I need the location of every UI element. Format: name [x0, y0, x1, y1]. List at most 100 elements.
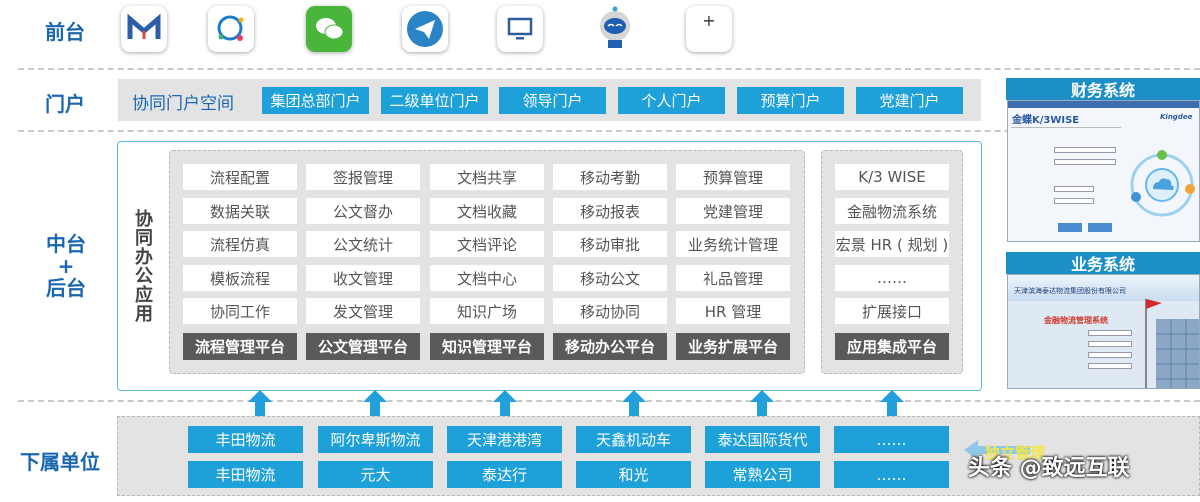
subsidiary-button[interactable]: …… [834, 461, 949, 488]
finance-header-line [1011, 127, 1121, 128]
separator-1 [18, 68, 1200, 70]
subsidiary-button[interactable]: 元大 [318, 461, 433, 488]
plus-app-icon[interactable]: + [686, 6, 732, 52]
business-field-4[interactable] [1088, 363, 1132, 369]
separator-2 [18, 130, 1200, 132]
portal-button-personal[interactable]: 个人门户 [618, 87, 725, 114]
function-item[interactable]: 收文管理 [306, 265, 420, 291]
business-field-2[interactable] [1088, 341, 1132, 347]
business-field-1[interactable] [1088, 330, 1132, 336]
row-label-backend: 后台 [46, 276, 86, 300]
chat-bubble-app-icon[interactable] [208, 6, 254, 52]
function-item[interactable]: 协同工作 [183, 298, 297, 324]
finance-cancel-button[interactable] [1088, 223, 1112, 232]
robot-icon [600, 6, 630, 48]
finance-field-2[interactable] [1054, 159, 1116, 165]
subsidiary-button[interactable]: 常熟公司 [705, 461, 820, 488]
subsidiary-button[interactable]: 天津港港湾 [447, 426, 562, 453]
portal-button-budget[interactable]: 预算门户 [737, 87, 844, 114]
up-arrow-icon [363, 390, 387, 416]
function-item[interactable]: 发文管理 [306, 298, 420, 324]
portal-button-party[interactable]: 党建门户 [856, 87, 963, 114]
subsidiary-button[interactable]: 泰达国际货代 [705, 426, 820, 453]
row-label-portal: 门户 [45, 92, 85, 116]
function-item[interactable]: 业务统计管理 [676, 231, 790, 257]
kingdee-brand: Kingdee [1160, 113, 1193, 121]
function-item[interactable]: 党建管理 [676, 198, 790, 224]
finance-login-button[interactable] [1058, 223, 1082, 232]
watermark-text: 头条 @致远互联 [968, 456, 1130, 481]
function-item[interactable]: 公文督办 [306, 198, 420, 224]
wechat-icon [316, 18, 344, 40]
paper-plane-app-icon[interactable] [402, 6, 448, 52]
platform-label[interactable]: 移动办公平台 [553, 333, 667, 360]
integration-item[interactable]: K/3 WISE [835, 164, 949, 190]
function-item[interactable]: 移动公文 [553, 265, 667, 291]
function-item[interactable]: 礼品管理 [676, 265, 790, 291]
business-banner: 天津滨海泰达物流集团股份有限公司 [1014, 287, 1126, 295]
row-label-plus: + [57, 254, 75, 278]
function-item[interactable]: 文档评论 [430, 231, 544, 257]
function-item[interactable]: 移动协同 [553, 298, 667, 324]
platform-label[interactable]: 流程管理平台 [183, 333, 297, 360]
subsidiary-button[interactable]: 丰田物流 [188, 461, 303, 488]
finance-field-4[interactable] [1054, 198, 1094, 204]
subsidiary-button[interactable]: 阿尔卑斯物流 [318, 426, 433, 453]
portal-button-leader[interactable]: 领导门户 [499, 87, 606, 114]
building-flag-image [1145, 299, 1199, 388]
subsidiary-button[interactable]: 泰达行 [447, 461, 562, 488]
finance-system-title: 财务系统 [1006, 78, 1200, 100]
function-item[interactable]: 模板流程 [183, 265, 297, 291]
up-arrow-icon [750, 390, 774, 416]
function-item[interactable]: 公文统计 [306, 231, 420, 257]
subsidiary-button[interactable]: …… [834, 426, 949, 453]
finance-system-screenshot: 金蝶K/3WISE Kingdee [1007, 100, 1200, 242]
integration-platform-label[interactable]: 应用集成平台 [835, 333, 949, 360]
subsidiary-button[interactable]: 丰田物流 [188, 426, 303, 453]
portal-button-group-hq[interactable]: 集团总部门户 [262, 87, 369, 114]
business-system-name: 金融物流管理系统 [1044, 316, 1108, 325]
function-item[interactable]: 移动审批 [553, 231, 667, 257]
finance-field-3[interactable] [1054, 186, 1094, 192]
function-item[interactable]: 移动报表 [553, 198, 667, 224]
integration-item[interactable]: 金融物流系统 [835, 198, 949, 224]
finance-topbar [1008, 101, 1199, 108]
cloud-ring-icon [1130, 150, 1195, 217]
platform-label[interactable]: 知识管理平台 [430, 333, 544, 360]
function-item[interactable]: 知识广场 [430, 298, 544, 324]
integration-item[interactable]: 扩展接口 [835, 298, 949, 324]
function-item[interactable]: 签报管理 [306, 164, 420, 190]
row-label-middle-backend: 中台 + 后台 [40, 233, 92, 299]
function-item[interactable]: HR 管理 [676, 298, 790, 324]
function-item[interactable]: 流程配置 [183, 164, 297, 190]
function-item[interactable]: 数据关联 [183, 198, 297, 224]
function-item[interactable]: 文档共享 [430, 164, 544, 190]
function-item[interactable]: 移动考勤 [553, 164, 667, 190]
function-item[interactable]: 流程仿真 [183, 231, 297, 257]
subsidiary-button[interactable]: 和光 [576, 461, 691, 488]
robot-app-icon[interactable] [592, 6, 638, 52]
portal-button-secondary-unit[interactable]: 二级单位门户 [381, 87, 488, 114]
independent-management-arrow [964, 440, 1030, 460]
platform-label[interactable]: 公文管理平台 [306, 333, 420, 360]
function-item[interactable]: 预算管理 [676, 164, 790, 190]
row-label-subsidiary: 下属单位 [20, 450, 100, 474]
portal-title: 协同门户空间 [132, 94, 234, 114]
function-item[interactable]: 文档收藏 [430, 198, 544, 224]
plus-icon: + [702, 10, 716, 30]
subsidiary-button[interactable]: 天鑫机动车 [576, 426, 691, 453]
business-banner-bar [1008, 275, 1199, 301]
integration-item[interactable]: 宏景 HR ( 规划 ) [835, 231, 949, 257]
computer-monitor-app-icon[interactable] [497, 6, 543, 52]
platform-label[interactable]: 业务扩展平台 [676, 333, 790, 360]
finance-logo: 金蝶K/3WISE [1012, 115, 1080, 126]
business-field-3[interactable] [1088, 352, 1132, 358]
chat-bubble-icon [217, 15, 244, 41]
finance-field-1[interactable] [1054, 147, 1116, 153]
paper-plane-icon [407, 11, 443, 47]
integration-item[interactable]: …… [835, 265, 949, 291]
function-item[interactable]: 文档中心 [430, 265, 544, 291]
wechat-app-icon[interactable] [306, 6, 352, 52]
independent-management-label: 独立管理 [985, 444, 1046, 462]
m-logo-app-icon[interactable] [121, 6, 167, 52]
